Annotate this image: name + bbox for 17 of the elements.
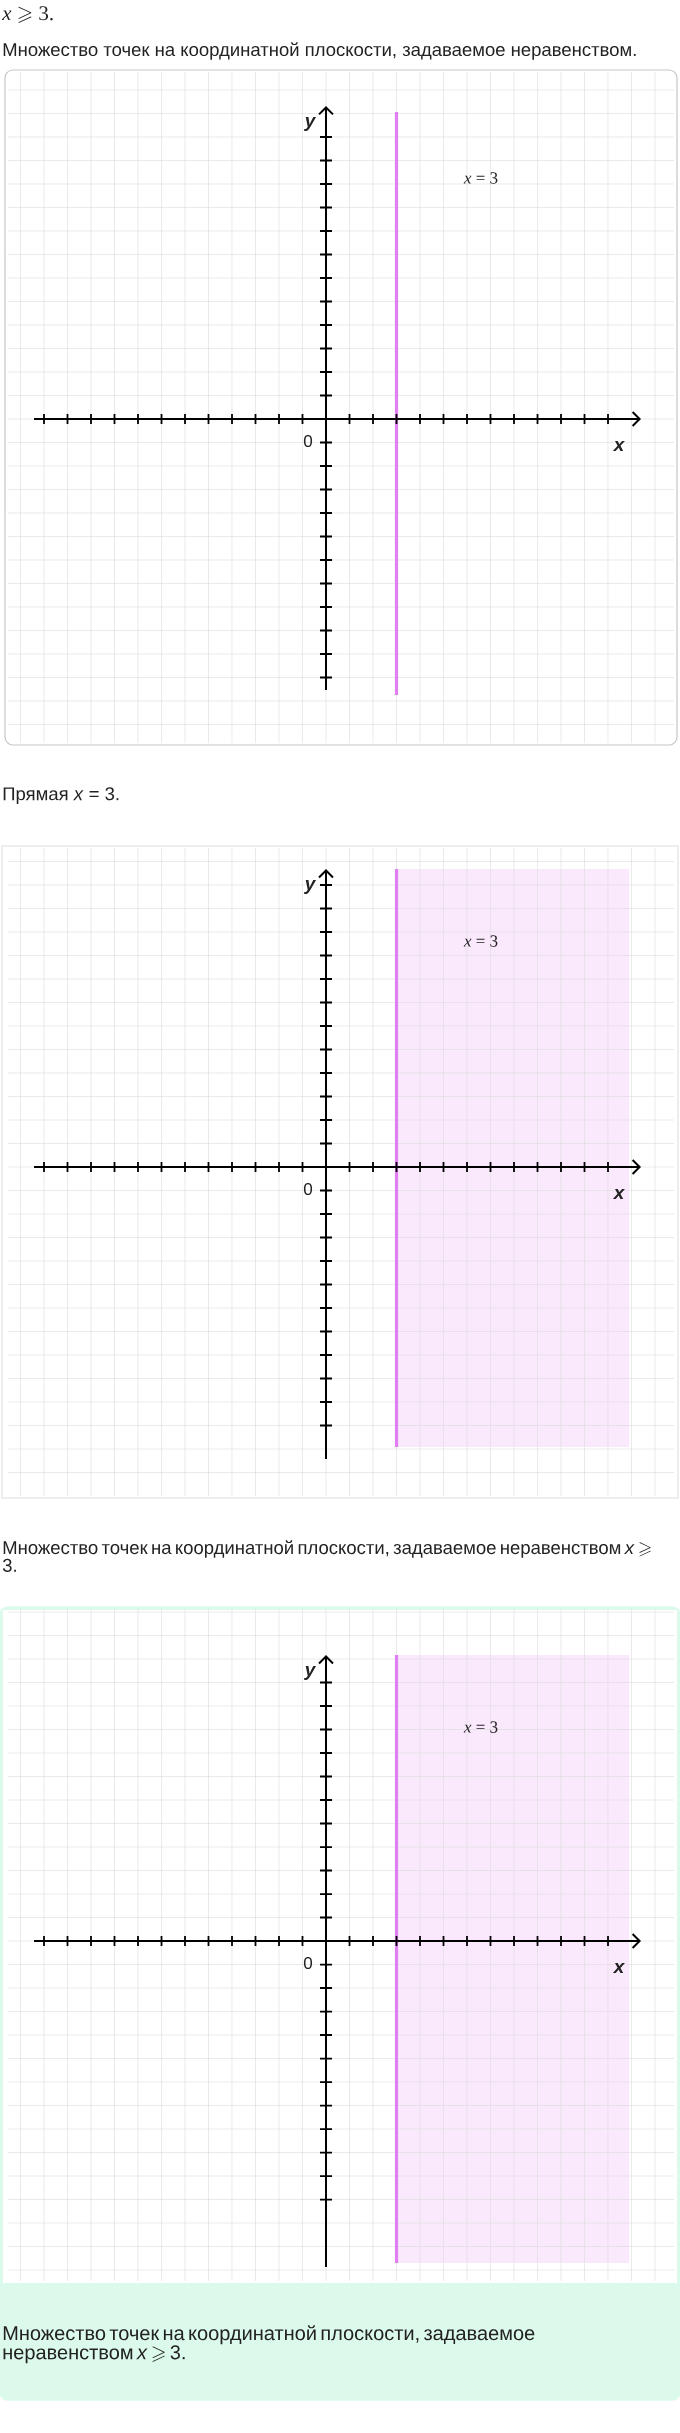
origin-label: 0 [303,1183,313,1196]
axis-label: x [612,1189,625,1200]
axis-label: y [303,1666,317,1680]
axis-label: y [303,117,317,131]
formula-text: x ⩾ 3. [1,6,53,23]
caption-text: Прямая x = 3. [3,787,119,804]
axis-label: x [612,1963,625,1974]
origin-label: 0 [303,1957,313,1970]
caption-text: Множество точек на координатной плоскости, задаваемое неравенством x ⩾ 3. [2,1540,651,1572]
origin-label: 0 [303,435,313,448]
line-label: x = 3 [463,935,498,947]
line-label: x = 3 [463,1721,498,1733]
line-label: x = 3 [463,172,498,184]
caption-text: Множество точек на координатной плоскости, задаваемое неравенством x ⩾ 3. [3,2325,535,2364]
axis-label: x [612,441,625,452]
caption-text: Множество точек на координатной плоскости, задаваемое неравенством. [3,42,636,60]
axis-label: y [303,880,317,894]
